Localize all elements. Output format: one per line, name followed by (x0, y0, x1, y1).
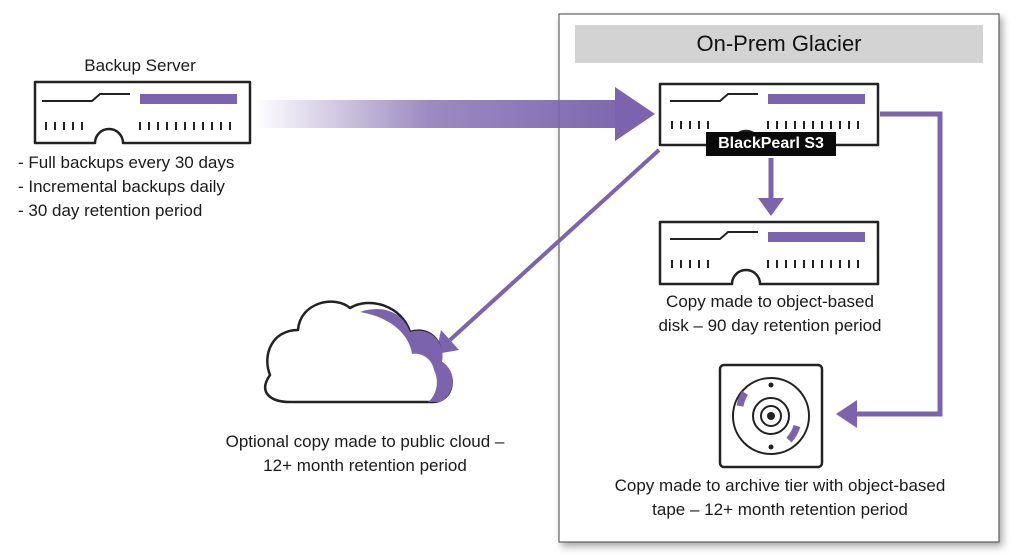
cloud-caption-line2: 12+ month retention period (263, 456, 467, 475)
blackpearl-to-disk-arrow (758, 158, 784, 216)
backup-note-incremental: - Incremental backups daily (18, 177, 225, 196)
backup-note-full: - Full backups every 30 days (18, 153, 235, 172)
backup-server-title: Backup Server (84, 56, 196, 75)
disk-server-icon (658, 220, 880, 286)
tape-reel-icon (718, 363, 824, 469)
tape-caption-line1: Copy made to archive tier with object-ba… (614, 476, 946, 495)
cloud-caption-line1: Optional copy made to public cloud – (225, 432, 505, 451)
backup-notes: - Full backups every 30 days - Increment… (18, 151, 234, 223)
cloud-icon (264, 300, 453, 404)
disk-caption-line1: Copy made to object-based (666, 292, 874, 311)
backup-to-blackpearl-arrow (255, 87, 655, 141)
blackpearl-to-tape-arrow (836, 111, 943, 428)
tape-caption-line2: tape – 12+ month retention period (652, 500, 908, 519)
blackpearl-label: BlackPearl S3 (706, 132, 836, 156)
on-prem-glacier-title: On-Prem Glacier (575, 25, 983, 63)
disk-caption-line2: disk – 90 day retention period (658, 316, 882, 335)
backup-note-retention: - 30 day retention period (18, 201, 203, 220)
blackpearl-to-cloud-arrow (436, 148, 661, 354)
backup-server-icon (33, 80, 252, 145)
